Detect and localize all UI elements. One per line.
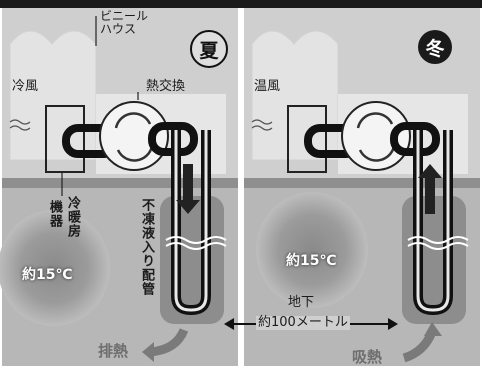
summer-exchange-arrow-top <box>114 112 152 129</box>
winter-panel <box>244 8 480 366</box>
summer-break-mark-2 <box>165 242 227 250</box>
exhaust-heat-arrowhead <box>142 342 154 362</box>
exhaust-heat-arrow <box>149 328 189 357</box>
summer-ground-temp: 約15℃ <box>22 267 73 283</box>
summer-pipe-inner <box>174 130 208 312</box>
depth-label: 約100メートル <box>256 315 350 331</box>
absorb-heat-arrowhead <box>424 322 442 336</box>
winter-air-wave-2 <box>251 125 273 131</box>
summer-ground-edge <box>2 178 238 188</box>
winter-exchange-arrow-top <box>356 112 394 129</box>
heating-cooling-label: 冷暖房 <box>65 196 80 238</box>
winter-warm-zone <box>256 192 368 308</box>
winter-ground-temp: 約15℃ <box>286 253 337 269</box>
winter-break-mark-2 <box>407 242 469 250</box>
summer-break-mark-1 <box>165 236 227 244</box>
absorb-heat-label: 吸熱 <box>352 348 383 366</box>
underground-label: 地下 <box>288 295 315 310</box>
winter-exchanger-body <box>341 101 411 171</box>
winter-air-label: 温風 <box>254 79 281 94</box>
winter-badge: 冬 <box>418 30 452 64</box>
winter-pipe-inner <box>416 130 450 312</box>
summer-indoor-unit <box>45 105 85 173</box>
exhaust-heat-label: 排熱 <box>98 342 129 360</box>
summer-flow-arrow <box>176 164 200 214</box>
summer-exchanger-body <box>99 101 169 171</box>
depth-arrow-left-head <box>224 318 234 330</box>
panel-divider <box>238 8 244 366</box>
heat-exchange-label: 熱交換 <box>146 79 186 94</box>
winter-flow-arrow <box>418 164 442 214</box>
summer-panel <box>0 8 238 366</box>
greenhouse-label: ビニール ハウス <box>100 9 149 37</box>
winter-borehole <box>402 196 466 324</box>
summer-exchange-arrow-bottom <box>116 145 154 162</box>
winter-air-wave-1 <box>251 119 273 125</box>
device-label: 機器 <box>47 200 62 228</box>
top-frame-strip <box>0 0 482 8</box>
summer-air-wave-1 <box>9 119 31 125</box>
summer-borehole <box>160 196 224 324</box>
winter-indoor-unit <box>287 105 327 173</box>
summer-air-label: 冷風 <box>12 79 39 94</box>
summer-warm-zone <box>0 210 110 326</box>
summer-badge: 夏 <box>190 30 228 68</box>
winter-ground-edge <box>244 178 480 188</box>
winter-break-mark-1 <box>407 236 469 244</box>
antifreeze-pipe-label: 不凍液入り配管 <box>139 198 154 296</box>
winter-exchange-arrow-bottom <box>358 145 396 162</box>
summer-air-wave-2 <box>9 125 31 131</box>
depth-arrow-right-head <box>388 318 398 330</box>
